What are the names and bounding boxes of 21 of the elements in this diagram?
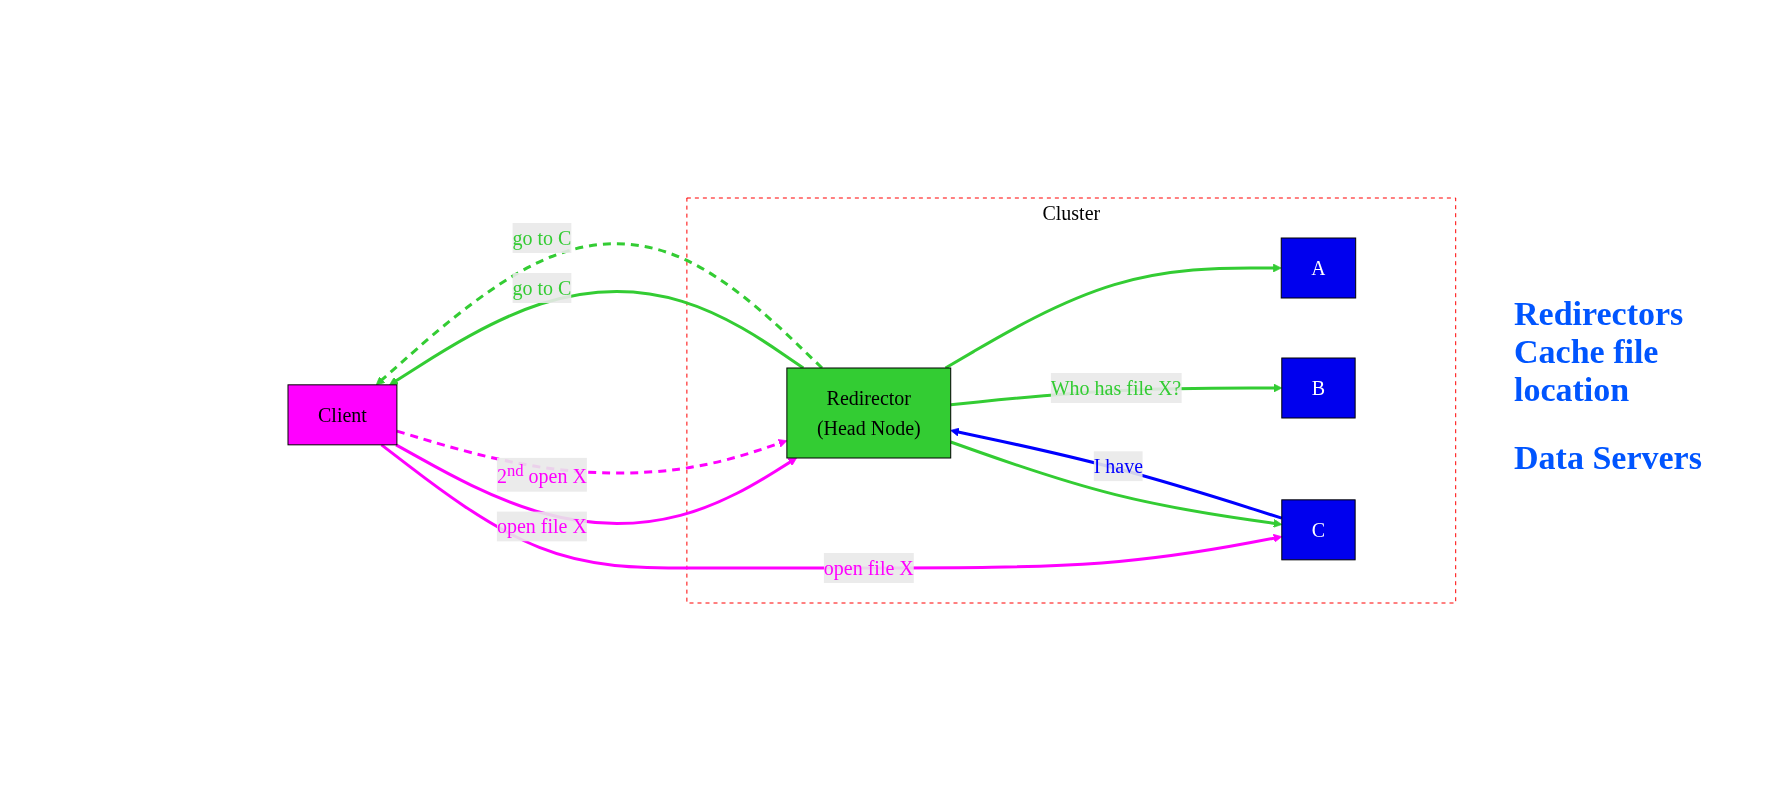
arrow bbox=[380, 443, 1283, 570]
arrow bbox=[389, 290, 805, 386]
arrow bbox=[944, 263, 1282, 370]
arrow bbox=[376, 242, 824, 386]
arrow bbox=[950, 427, 1283, 520]
node-box: A bbox=[1280, 237, 1357, 299]
edge-label: open file X bbox=[823, 557, 914, 579]
edge-label: 2$^{nd}$ open X bbox=[497, 460, 588, 488]
group-label: Redirectors Cache file location bbox=[1514, 294, 1685, 409]
node-box: C bbox=[1281, 499, 1356, 561]
edge-label: I have bbox=[1093, 455, 1144, 478]
arrow bbox=[395, 443, 798, 525]
node-box: B bbox=[1281, 357, 1356, 419]
group-label: Data Servers bbox=[1514, 438, 1703, 477]
edge-label: open file X bbox=[497, 515, 588, 538]
arrow bbox=[950, 440, 1283, 528]
edge-label: go to C bbox=[512, 227, 572, 249]
edge-label: go to C bbox=[512, 277, 572, 299]
node-box: Redirector (Head Node) bbox=[786, 367, 952, 459]
edge-label: Who has file X? bbox=[1050, 377, 1182, 399]
node-box: Client bbox=[287, 384, 398, 446]
